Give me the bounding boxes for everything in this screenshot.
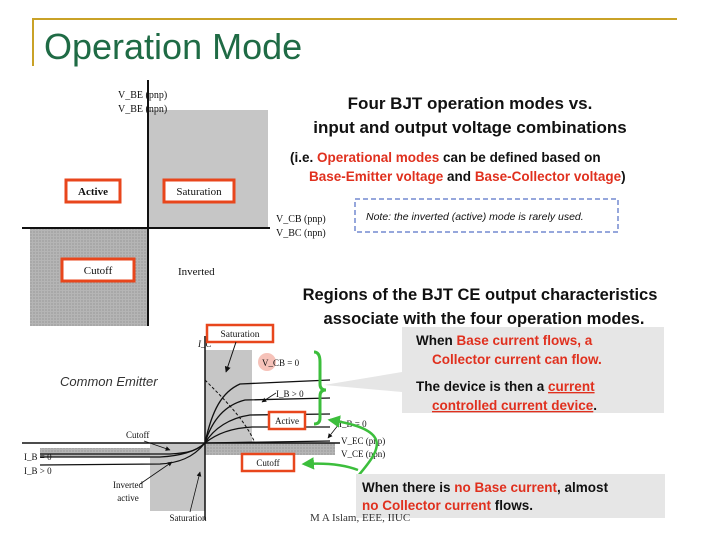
curve-left-3 bbox=[40, 442, 206, 455]
ib-zero-left-label: I_B = 0 bbox=[24, 452, 52, 462]
callout1-line2: Collector current can flow. bbox=[432, 352, 602, 367]
heading1-line4a: Base-Emitter voltage bbox=[309, 169, 444, 184]
green-brace bbox=[313, 350, 327, 426]
heading1-line3: (i.e. Operational modes can be defined b… bbox=[290, 150, 601, 165]
callout2-line2b: flows. bbox=[491, 498, 533, 513]
heading2-line2: associate with the four operation modes. bbox=[324, 310, 645, 328]
vec-pnp-label: V_EC (pnp) bbox=[341, 436, 385, 446]
callout2-line2a: no Collector current bbox=[362, 498, 492, 513]
heading1-line4: Base-Emitter voltage and Base-Collector … bbox=[309, 169, 626, 184]
ib-gt-zero-arrow bbox=[261, 392, 277, 403]
saturation-label-plot: Saturation bbox=[220, 330, 259, 340]
callout1-line3b: current bbox=[548, 379, 595, 394]
quadrant-diagram: V_BE (pnp) V_BE (npn) V_CB (pnp) V_BC (n… bbox=[22, 80, 326, 326]
highlight-dot bbox=[258, 353, 276, 371]
cutoff-label: Cutoff bbox=[84, 265, 113, 277]
note-text: Note: the inverted (active) mode is rare… bbox=[366, 211, 584, 223]
callout1-line4b: . bbox=[593, 398, 597, 413]
heading1-line4d: ) bbox=[621, 169, 626, 184]
callout1-line4: controlled current device. bbox=[432, 398, 597, 413]
saturation-bottom-arrow bbox=[189, 471, 202, 513]
active-box bbox=[64, 178, 122, 204]
cutoff-region-left bbox=[40, 448, 205, 457]
cutoff-region-plot bbox=[205, 443, 335, 455]
heading1-line3c: can be defined based on bbox=[439, 150, 600, 165]
callout2-box bbox=[356, 474, 665, 518]
saturation-bottom-label: Saturation bbox=[170, 513, 207, 523]
callout2-line1b: no Base current bbox=[454, 480, 557, 495]
slide-title: Operation Mode bbox=[44, 26, 303, 67]
active-box-plot bbox=[267, 410, 307, 431]
heading-operation-modes: Four BJT operation modes vs. input and o… bbox=[290, 94, 627, 184]
cutoff-right-label: Cutoff bbox=[256, 458, 279, 468]
x-axis-label-1: V_CB (pnp) bbox=[276, 214, 326, 225]
inverted-arrow bbox=[139, 461, 173, 485]
vce-npn-label: V_CE (npn) bbox=[341, 449, 385, 459]
callout1-line3: The device is then a current bbox=[416, 379, 595, 394]
callout2-line1a: When there is bbox=[362, 480, 454, 495]
heading1-line1: Four BJT operation modes vs. bbox=[348, 94, 593, 113]
heading1-line3b: Operational modes bbox=[317, 150, 439, 165]
saturation-label: Saturation bbox=[176, 186, 222, 198]
x-axis-label-2: V_BC (npn) bbox=[276, 228, 326, 239]
title-decoration-left bbox=[32, 18, 34, 66]
cutoff-box bbox=[60, 257, 136, 283]
callout1-line1b: Base current flows, a bbox=[457, 333, 593, 348]
vcb-zero-line bbox=[204, 379, 256, 444]
note-box bbox=[354, 198, 619, 233]
curve-3 bbox=[204, 413, 331, 444]
saturation-arrow bbox=[224, 341, 237, 373]
curve-ib-zero bbox=[204, 440, 331, 444]
callout2-line1c: , almost bbox=[557, 480, 609, 495]
callout1-box bbox=[402, 327, 664, 413]
heading2-line1: Regions of the BJT CE output characteris… bbox=[303, 286, 658, 304]
inverted-label-line2: active bbox=[117, 493, 139, 503]
inverted-label: Inverted bbox=[178, 266, 215, 278]
plot-title: Common Emitter bbox=[60, 374, 158, 389]
saturation-box bbox=[162, 178, 236, 204]
heading1-line4c: Base-Collector voltage bbox=[475, 169, 622, 184]
saturation-box-plot bbox=[205, 323, 275, 344]
callout-base-current: When Base current flows, a Collector cur… bbox=[324, 327, 664, 413]
callout1-line1a: When bbox=[416, 333, 457, 348]
y-axis-label-1: V_BE (pnp) bbox=[118, 90, 167, 101]
callout2-line1: When there is no Base current, almost bbox=[362, 480, 609, 495]
ib-zero-arrow bbox=[327, 423, 340, 439]
heading1-line2: input and output voltage combinations bbox=[313, 118, 627, 137]
inverted-label-line1: Inverted bbox=[113, 480, 143, 490]
ib-gt-zero-label: I_B > 0 bbox=[276, 389, 304, 399]
slide-footer: M A Islam, EEE, IIUC bbox=[310, 512, 411, 524]
heading1-line4b: and bbox=[443, 169, 475, 184]
curve-1 bbox=[204, 379, 331, 444]
callout1-line4a: controlled current device bbox=[432, 398, 594, 413]
saturation-region bbox=[148, 110, 268, 228]
cutoff-box-plot bbox=[240, 452, 296, 473]
callout1-pointer bbox=[324, 372, 402, 392]
green-arrow-to-cutoff bbox=[301, 457, 359, 472]
vcb-zero-label: V_CB = 0 bbox=[262, 358, 300, 368]
cutoff-left-label: Cutoff bbox=[126, 430, 149, 440]
cutoff-left-arrow bbox=[143, 440, 171, 451]
callout1-line1: When Base current flows, a bbox=[416, 333, 593, 348]
heading1-line3a: (i.e. bbox=[290, 150, 317, 165]
callout-no-base-current: When there is no Base current, almost no… bbox=[356, 474, 665, 518]
curve-2 bbox=[204, 397, 331, 444]
curve-left-2 bbox=[39, 442, 206, 466]
ib-gt-zero-left-label: I_B > 0 bbox=[24, 466, 52, 476]
ic-label: I_C bbox=[197, 339, 212, 349]
callout1-line3a: The device is then a bbox=[416, 379, 548, 394]
curve-4 bbox=[204, 426, 330, 444]
active-label: Active bbox=[78, 186, 108, 198]
y-axis-label-2: V_BE (npn) bbox=[118, 104, 167, 115]
ce-output-plot: Common Emitter I_C Saturation V_CB = 0 I… bbox=[22, 323, 385, 523]
active-label-plot: Active bbox=[275, 416, 299, 426]
callout2-line2: no Collector current flows. bbox=[362, 498, 533, 513]
title-decoration-top bbox=[32, 18, 677, 20]
green-arrow-to-active bbox=[327, 415, 378, 477]
